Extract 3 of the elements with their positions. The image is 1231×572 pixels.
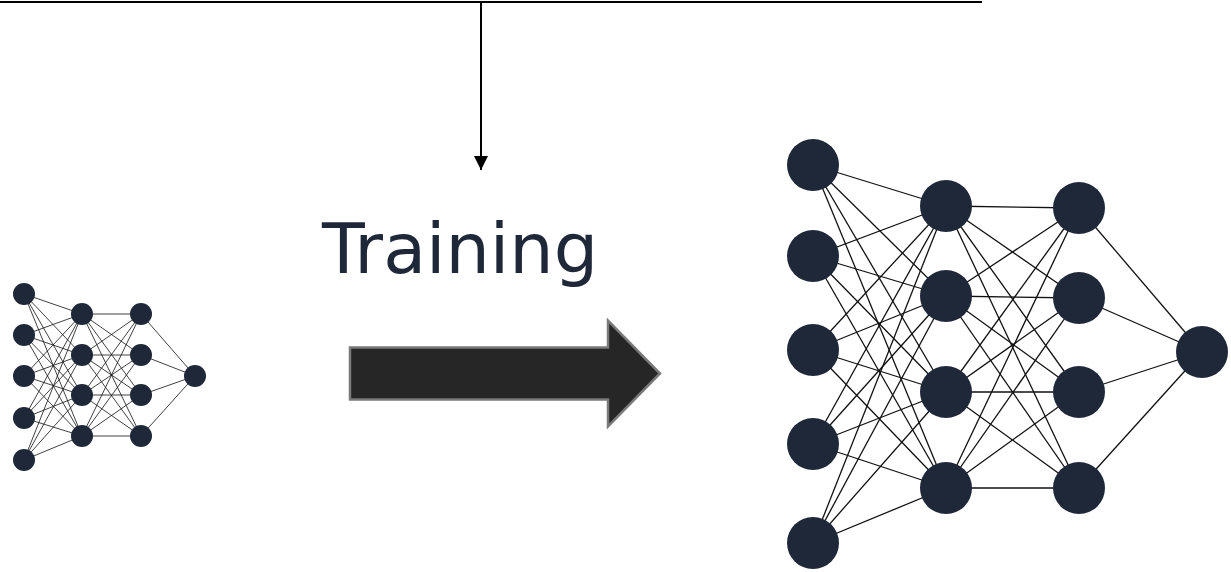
arrow: [0, 1, 983, 171]
training-label: Training: [300, 170, 620, 300]
block-arrow: [348, 317, 662, 430]
